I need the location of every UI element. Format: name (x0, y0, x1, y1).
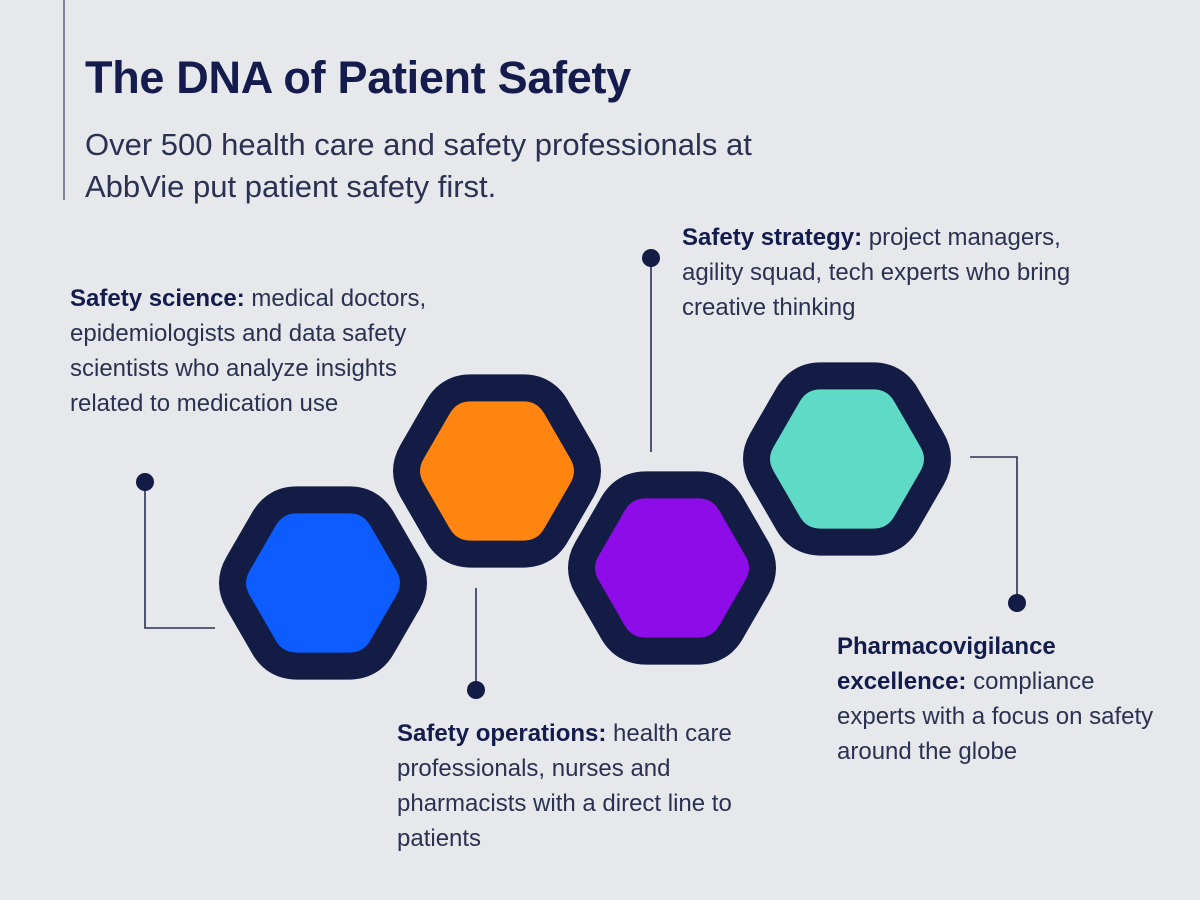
callout-pharmacovigilance: Pharmacovigilance excellence: compliance… (837, 629, 1157, 769)
dot-operations (467, 681, 485, 699)
connector-dots (136, 249, 1026, 699)
connector-pharmacovigilance (970, 456, 1018, 603)
callout-safety-operations-text: health care professionals, nurses and ph… (397, 720, 732, 852)
connector-lines (144, 258, 1018, 690)
hexagon-blue (219, 486, 427, 680)
callout-pharmacovigilance-lead: Pharmacovigilance excellence: (837, 633, 1056, 695)
hexagon-orange (393, 374, 601, 568)
callout-pharmacovigilance-text: compliance experts with a focus on safet… (837, 668, 1154, 765)
dot-strategy (642, 249, 660, 267)
connector-science (144, 482, 215, 629)
page-subtitle: Over 500 health care and safety professi… (85, 127, 752, 204)
callout-safety-strategy-lead: Safety strategy: (682, 224, 863, 251)
dot-pharmacovigilance (1008, 594, 1026, 612)
accent-rule (63, 0, 65, 200)
hexagon-teal (743, 362, 951, 556)
callout-safety-operations-lead: Safety operations: (397, 720, 607, 747)
callout-safety-strategy-text: project managers, agility squad, tech ex… (682, 224, 1071, 321)
dot-science (136, 473, 154, 491)
callout-safety-operations: Safety operations: health care professio… (397, 716, 757, 856)
callout-safety-science: Safety science: medical doctors, epidemi… (70, 281, 430, 421)
callout-safety-science-text: medical doctors, epidemiologists and dat… (70, 285, 427, 417)
callout-safety-science-lead: Safety science: (70, 285, 245, 312)
callout-safety-strategy: Safety strategy: project managers, agili… (682, 220, 1112, 325)
page-title: The DNA of Patient Safety (85, 52, 631, 103)
hexagon-chain (219, 362, 951, 680)
hexagon-purple (568, 471, 776, 665)
